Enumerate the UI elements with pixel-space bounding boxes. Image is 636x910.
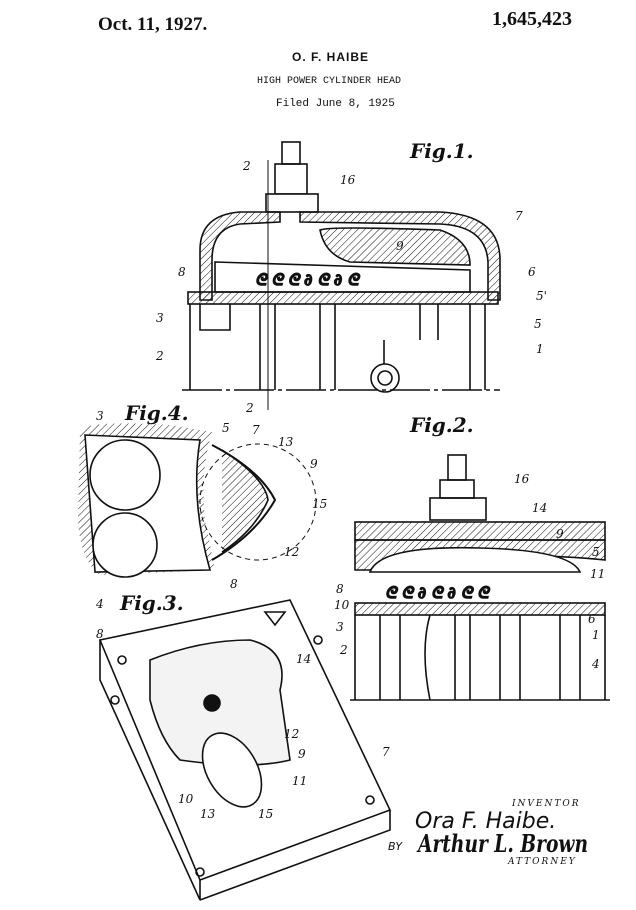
ref-numeral: 13 — [278, 435, 294, 449]
fig-1-label: Fig.1. — [409, 139, 474, 163]
inventor-caption: INVENTOR — [511, 799, 581, 809]
attorney-caption: ATTORNEY — [507, 857, 577, 867]
ref-numeral: 8 — [96, 627, 104, 641]
fig-2-label: Fig.2. — [409, 413, 474, 437]
ref-numeral: 8 — [230, 577, 238, 591]
ref-numeral: 5' — [536, 289, 547, 303]
fig-2-numerals: 16 14 9 5 11 8 10 6 3 1 2 4 — [334, 472, 605, 671]
ref-numeral: 10 — [334, 598, 350, 612]
ref-numeral: 13 — [200, 807, 216, 821]
ref-numeral: 14 — [296, 652, 311, 666]
attorney-signature: Arthur L. Brown — [416, 829, 588, 858]
ref-numeral: 12 — [284, 727, 299, 741]
inventor-name: O. F. HAIBE — [292, 50, 370, 64]
ref-numeral: 6 — [528, 265, 536, 279]
ref-numeral: 11 — [292, 774, 307, 788]
ref-numeral: 15 — [258, 807, 273, 821]
ref-numeral: 1 — [536, 342, 544, 356]
ref-numeral: 9 — [556, 527, 564, 541]
ref-numeral: 11 — [590, 567, 605, 581]
svg-text:ᘓ ᘓ ∂ ᘓ ∂ ᘓ ᘓ: ᘓ ᘓ ∂ ᘓ ∂ ᘓ ᘓ — [385, 583, 490, 602]
ref-numeral: 8 — [336, 582, 344, 596]
ref-numeral: 5 — [592, 545, 600, 559]
patent-number: 1,645,423 — [492, 8, 572, 30]
ref-numeral: 6 — [588, 612, 596, 626]
ref-numeral: 7 — [515, 209, 523, 223]
ref-numeral: 3 — [96, 409, 104, 423]
ref-numeral: 16 — [514, 472, 530, 486]
ref-numeral: 14 — [532, 501, 547, 515]
patent-title: HIGH POWER CYLINDER HEAD — [257, 76, 402, 87]
filed-date: Filed June 8, 1925 — [276, 98, 395, 110]
ref-numeral: 7 — [252, 423, 260, 437]
ref-numeral: 3 — [336, 620, 344, 634]
figure-2-drawing: ᘓ ᘓ ∂ ᘓ ∂ ᘓ ᘓ — [350, 454, 610, 701]
ref-numeral: 1 — [592, 628, 600, 642]
ref-numeral: 2 — [339, 643, 348, 657]
svg-text:ᘓ ᘓ ᘓ ∂ ᘓ ∂ ᘓ: ᘓ ᘓ ᘓ ∂ ᘓ ∂ ᘓ — [255, 270, 360, 289]
ref-numeral: 9 — [396, 239, 404, 253]
fig-1-numerals: 2 16 7 9 8 6 5' 3 5 2 1 2 — [155, 159, 547, 415]
ref-numeral: 8 — [178, 265, 186, 279]
signature-block: INVENTOR Ora F. Haibe. BY Arthur L. Brow… — [388, 799, 588, 867]
figure-3-drawing — [98, 599, 392, 901]
ref-numeral: 12 — [284, 545, 299, 559]
fig-3-numerals: 8 14 12 9 7 11 10 13 15 — [96, 627, 390, 821]
fig-4-numerals: 3 5 7 13 9 15 12 8 4 — [95, 409, 327, 611]
ref-numeral: 3 — [156, 311, 164, 325]
ref-numeral: 9 — [298, 747, 306, 761]
by-label: BY — [388, 840, 403, 853]
ref-numeral: 16 — [340, 173, 356, 187]
ref-numeral: 4 — [591, 657, 600, 671]
ref-numeral: 2 — [155, 349, 164, 363]
ref-numeral: 9 — [310, 457, 318, 471]
ref-numeral: 2 — [245, 401, 254, 415]
ref-numeral: 4 — [95, 597, 104, 611]
figure-4-drawing — [78, 423, 317, 578]
issue-date: Oct. 11, 1927. — [98, 14, 208, 35]
fig-4-label: Fig.4. — [124, 401, 189, 425]
ref-numeral: 2 — [242, 159, 251, 173]
ref-numeral: 7 — [382, 745, 390, 759]
ref-numeral: 10 — [178, 792, 194, 806]
ref-numeral: 5 — [534, 317, 542, 331]
inventor-signature: Ora F. Haibe. — [415, 809, 556, 834]
fig-3-label: Fig.3. — [119, 591, 184, 615]
ref-numeral: 15 — [312, 497, 327, 511]
ref-numeral: 5 — [222, 421, 230, 435]
figure-1-drawing: ᘓ ᘓ ᘓ ∂ ᘓ ∂ ᘓ — [182, 141, 501, 410]
